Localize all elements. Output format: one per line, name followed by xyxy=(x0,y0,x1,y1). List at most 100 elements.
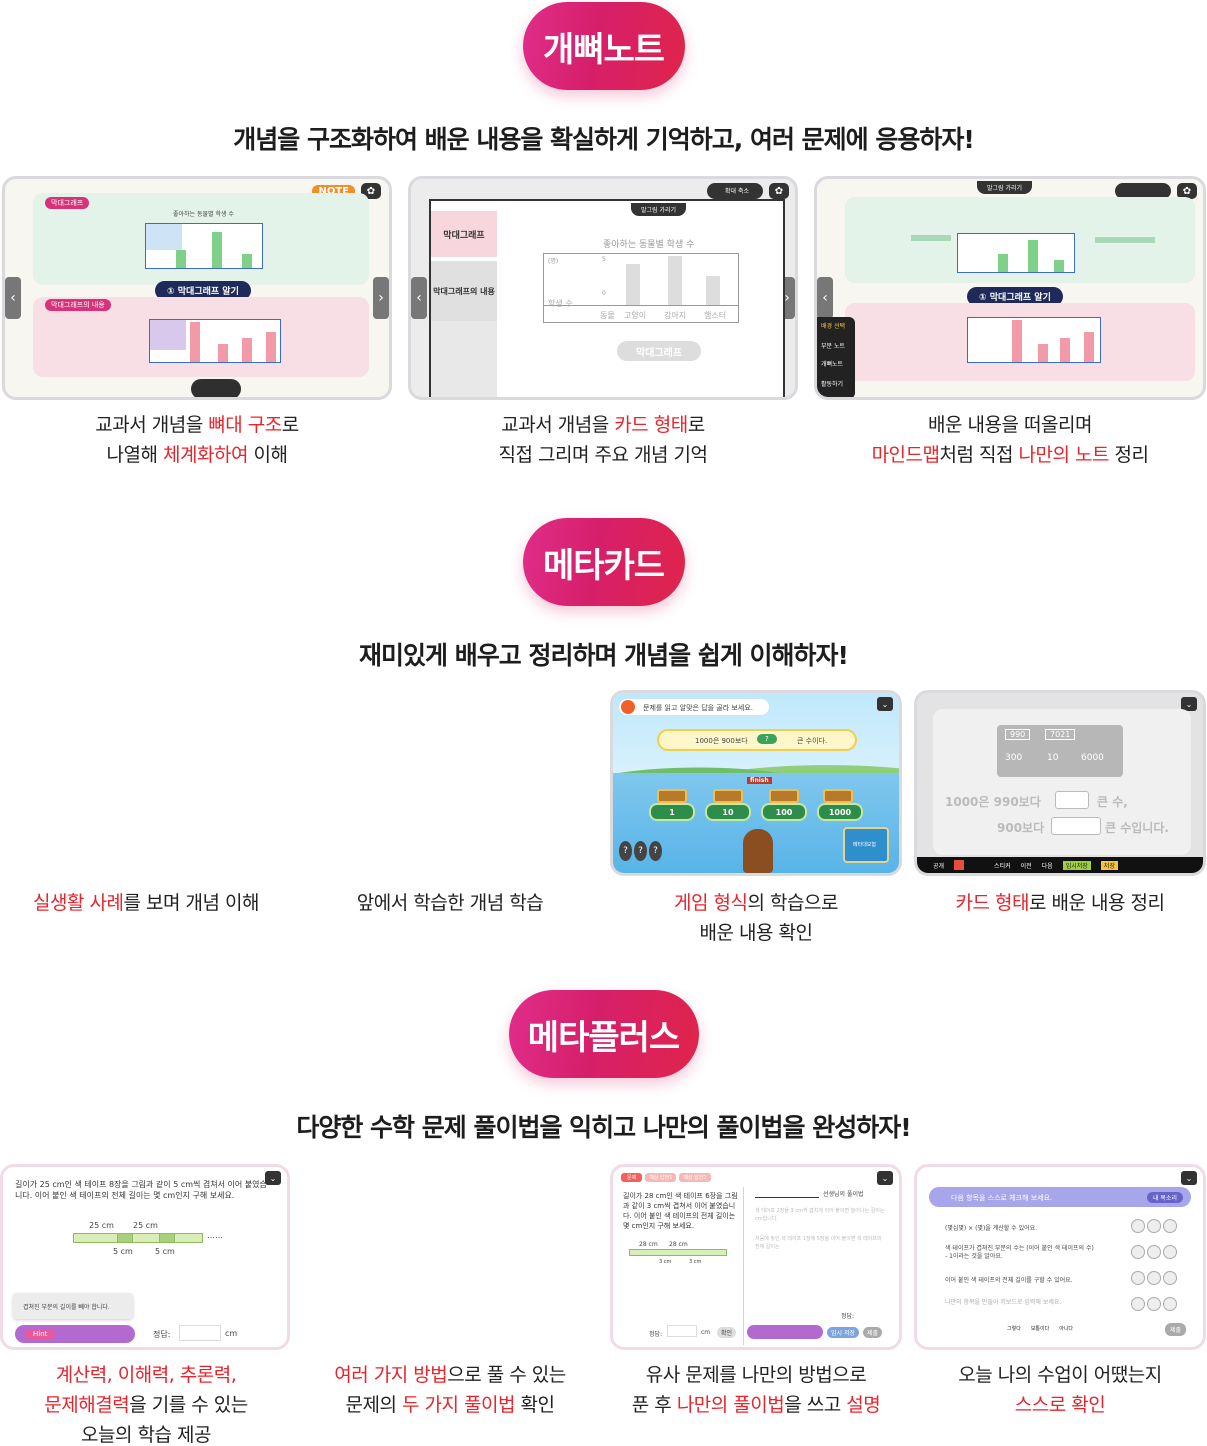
tool-save[interactable]: 저장 xyxy=(1100,860,1118,870)
plus3-answer-label: 정답: xyxy=(649,1331,663,1338)
answer-input[interactable] xyxy=(667,1325,697,1337)
plus3-answer-label-right: 정답: xyxy=(841,1313,855,1320)
collapse-icon[interactable]: ⌄ xyxy=(877,1171,893,1185)
hint-tooltip: 겹쳐진 부분의 길이를 빼야 합니다. xyxy=(13,1293,133,1319)
caption-text: 을 쓰고 xyxy=(784,1394,847,1416)
caption-highlight: 설명 xyxy=(846,1394,881,1416)
number-card: 990 7021 300 10 6000 xyxy=(997,725,1123,777)
triangle-icon[interactable] xyxy=(1147,1297,1161,1311)
tool-public[interactable]: 공개 xyxy=(933,862,945,870)
help-icons[interactable]: ? ? ? xyxy=(619,841,663,861)
card-tab-2[interactable]: 막대그래프의 내용 xyxy=(431,261,497,321)
hint-tooltip-text: 겹쳐진 부분의 길이를 빼야 합니다. xyxy=(23,1304,110,1311)
plus1-dots: …… xyxy=(207,1231,223,1240)
paw-icon[interactable]: ✿ xyxy=(769,183,789,199)
caption-highlight: 체계화하여 xyxy=(163,444,248,466)
next-arrow-icon[interactable]: › xyxy=(373,277,389,319)
prev-arrow-icon[interactable]: ‹ xyxy=(411,277,427,319)
meta-card-board: 990 7021 300 10 6000 1000은 990보다 큰 수, 90… xyxy=(933,709,1191,855)
paw-icon[interactable]: ✿ xyxy=(1177,183,1197,199)
section-pill-meta-card: 메타카드 xyxy=(522,518,685,606)
plus1-len-a: 25 cm xyxy=(89,1221,114,1230)
prev-arrow-icon[interactable]: ‹ xyxy=(817,277,833,319)
tape-bar xyxy=(629,1249,727,1256)
tool-sticker[interactable]: 스티커 xyxy=(994,862,1011,870)
num-2: 10 xyxy=(1047,753,1059,763)
collapse-icon[interactable]: ⌄ xyxy=(1181,697,1197,711)
circle-icon[interactable] xyxy=(1131,1297,1145,1311)
tool-next[interactable]: 다음 xyxy=(1041,862,1053,870)
card-chart-title: 좋아하는 동물별 학생 수 xyxy=(603,240,695,250)
plus1-unit: cm xyxy=(225,1329,238,1338)
section-heading-bone-note: 개념을 구조화하여 배운 내용을 확실하게 기억하고, 여러 문제에 응용하자! xyxy=(233,125,975,154)
blank-input-2[interactable] xyxy=(1051,817,1101,835)
collapse-icon[interactable]: ⌄ xyxy=(1181,1171,1197,1185)
collapse-icon[interactable]: ⌄ xyxy=(877,697,893,711)
caption-line: 유사 문제를 나만의 방법으로 xyxy=(610,1360,902,1390)
bone-tag-1: 막대그래프 xyxy=(45,197,90,209)
meta-line1-right: 큰 수, xyxy=(1097,795,1128,809)
plus3-submit[interactable]: 제출 xyxy=(863,1327,883,1338)
x-icon[interactable] xyxy=(1163,1219,1177,1233)
tool-prev[interactable]: 이전 xyxy=(1020,862,1032,870)
mind-menu-1[interactable]: 배경 선택 xyxy=(821,323,845,330)
num-3: 6000 xyxy=(1081,753,1104,763)
x-icon[interactable] xyxy=(1163,1271,1177,1285)
mind-menu-3[interactable]: 개뼈노트 xyxy=(821,361,844,368)
prev-arrow-icon[interactable]: ‹ xyxy=(5,277,21,319)
caption-line: 교과서 개념을 카드 형태로 xyxy=(406,410,800,440)
caption-highlight: 문제해결력 xyxy=(44,1394,130,1416)
self-check-button[interactable]: 내 목소리 xyxy=(1147,1192,1183,1203)
zoom-control[interactable]: 확대 축소 xyxy=(707,183,763,199)
plus3-check[interactable]: 확인 xyxy=(717,1327,737,1338)
screenshot-card-drawing: ✿ 확대 축소 ‹ › 막대그래프 막대그래프의 내용 말그림 가리기 좋아하는… xyxy=(408,176,798,400)
triangle-icon[interactable] xyxy=(1147,1245,1161,1259)
collapse-icon[interactable]: ⌄ xyxy=(265,1171,281,1185)
self-check-submit[interactable]: 제출 xyxy=(1165,1323,1187,1336)
section-heading-meta-plus: 다양한 수학 문제 풀이법을 익히고 나만의 풀이법을 완성하자! xyxy=(296,1113,911,1142)
mind-menu-2[interactable]: 부분 노트 xyxy=(821,343,845,350)
game-choice-3[interactable]: 100 xyxy=(761,803,807,821)
bone-content-panel: 막대그래프의 내용 xyxy=(33,297,369,377)
x-icon[interactable] xyxy=(1163,1245,1177,1259)
triangle-icon[interactable] xyxy=(1147,1219,1161,1233)
tool-temp-save[interactable]: 임시저장 xyxy=(1062,860,1091,870)
game-choice-4[interactable]: 1000 xyxy=(817,803,863,821)
caption-text: 으로 풀 수 있는 xyxy=(447,1364,566,1386)
card-button[interactable]: 막대그래프 xyxy=(617,341,701,361)
circle-icon[interactable] xyxy=(1131,1245,1145,1259)
circle-icon[interactable] xyxy=(1131,1271,1145,1285)
plus1-answer-label: 정답: xyxy=(153,1330,171,1339)
chest-icon xyxy=(769,789,799,803)
check-item-4: 나만의 항목을 만들어 키보드로 입력해 보세요. xyxy=(945,1299,1062,1306)
card-tab-1[interactable]: 막대그래프 xyxy=(431,211,497,257)
shape-icon[interactable] xyxy=(954,860,965,870)
zoom-control[interactable] xyxy=(1115,183,1171,199)
mind-mini-chart xyxy=(957,233,1075,273)
x-icon[interactable] xyxy=(1163,1297,1177,1311)
circle-icon[interactable] xyxy=(1131,1219,1145,1233)
caption-line: 배운 내용 확인 xyxy=(610,918,902,948)
blank-input-1[interactable] xyxy=(1055,791,1089,809)
plus3-tab-2[interactable]: 예상 답안1 xyxy=(645,1173,677,1182)
mind-menu-4[interactable]: 활동하기 xyxy=(821,381,844,388)
plus3-problem: 길이가 28 cm인 색 테이프 6장을 그림과 같이 3 cm씩 겹쳐서 이어… xyxy=(623,1192,738,1230)
speaker-icon[interactable] xyxy=(621,700,635,714)
answer-input[interactable] xyxy=(179,1325,221,1341)
game-choice-2[interactable]: 10 xyxy=(705,803,751,821)
game-question-right: 큰 수이다. xyxy=(797,737,828,745)
map-icon[interactable]: 메타대모험 xyxy=(843,827,889,863)
caption-line: 앞에서 학습한 개념 학습 xyxy=(304,888,596,918)
plus3-save[interactable]: 임시 저장 xyxy=(827,1327,859,1338)
bottom-toggle[interactable] xyxy=(191,379,241,397)
plus3-tab-1[interactable]: 문제 xyxy=(621,1173,643,1182)
triangle-icon[interactable] xyxy=(1147,1271,1161,1285)
plus3-tab-3[interactable]: 예상 답안2 xyxy=(679,1173,711,1182)
caption-highlight: 나만의 풀이법 xyxy=(676,1394,785,1416)
card-unit: (명) xyxy=(548,258,559,265)
game-choice-1[interactable]: 1 xyxy=(649,803,695,821)
hint-button[interactable]: Hint xyxy=(25,1329,56,1339)
